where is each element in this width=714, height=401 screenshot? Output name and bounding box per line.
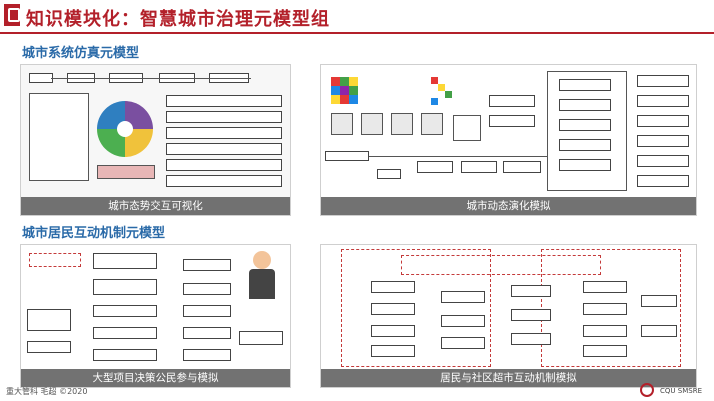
diagram-node — [371, 303, 415, 315]
diagram-node — [583, 325, 627, 337]
diagram-connector — [369, 156, 549, 157]
quadrant-chart — [97, 101, 153, 157]
cell-grid — [431, 77, 452, 105]
diagram-node — [27, 309, 71, 331]
diagram-node — [417, 161, 453, 173]
section-title-bottom: 城市居民互动机制元模型 — [22, 226, 166, 241]
diagram-node — [489, 115, 535, 127]
page-title: 知识模块化：智慧城市治理元模型组 — [26, 9, 330, 30]
panel-city-situation[interactable]: 城市态势交互可视化 — [20, 64, 291, 216]
diagram-node — [93, 253, 157, 269]
panel-caption: 居民与社区超市互动机制模拟 — [321, 369, 696, 387]
diagram-node — [183, 349, 231, 361]
brand-logo-icon — [640, 383, 654, 397]
quadrant-slice — [97, 129, 125, 157]
grid-block — [453, 115, 481, 141]
diagram-node — [29, 253, 81, 267]
formula-row — [166, 143, 282, 155]
diagram-node — [371, 345, 415, 357]
diagram-node — [583, 345, 627, 357]
diagram-node — [371, 325, 415, 337]
diagram-region — [401, 255, 601, 275]
quadrant-center — [117, 121, 133, 137]
diagram-node — [583, 303, 627, 315]
diagram-node — [559, 99, 611, 111]
diagram-node — [239, 331, 283, 345]
panel-supermarket-interaction[interactable]: 居民与社区超市互动机制模拟 — [320, 244, 697, 388]
diagram-node — [559, 139, 611, 151]
map-thumbnail — [97, 165, 155, 179]
formula-row — [166, 111, 282, 123]
diagram-node — [93, 305, 157, 317]
diagram-node — [183, 259, 231, 271]
diagram-node — [559, 79, 611, 91]
diagram-node — [641, 295, 677, 307]
diagram-node — [183, 283, 231, 295]
diagram-node — [511, 285, 551, 297]
diagram-connector — [51, 78, 251, 79]
quadrant-slice — [97, 101, 125, 129]
diagram-node — [511, 333, 551, 345]
panel-caption: 大型项目决策公民参与模拟 — [21, 369, 290, 387]
person-head-icon — [253, 251, 271, 269]
diagram-node — [93, 349, 157, 361]
quadrant-slice — [125, 101, 153, 129]
formula-row — [166, 159, 282, 171]
flowchart-column — [547, 71, 627, 191]
diagram-node — [637, 95, 689, 107]
panel-caption: 城市动态演化模拟 — [321, 197, 696, 215]
diagram-node — [559, 159, 611, 171]
diagram-node — [511, 309, 551, 321]
grid-block — [421, 113, 443, 135]
formula-row — [166, 127, 282, 139]
formula-row — [166, 95, 282, 107]
diagram-node — [377, 169, 401, 179]
diagram-node — [583, 281, 627, 293]
diagram-node — [637, 135, 689, 147]
footer-brand: CQU SMSRE — [660, 387, 702, 395]
title-divider — [0, 32, 714, 34]
diagram-node — [461, 161, 497, 173]
diagram-node — [93, 327, 157, 339]
panel-city-evolution[interactable]: 城市动态演化模拟 — [320, 64, 697, 216]
diagram-node — [637, 75, 689, 87]
diagram-node — [27, 341, 71, 353]
panel-caption: 城市态势交互可视化 — [21, 197, 290, 215]
diagram-node — [559, 119, 611, 131]
quadrant-slice — [125, 129, 153, 157]
grid-block — [331, 113, 353, 135]
diagram-region — [541, 249, 681, 367]
diagram-node — [441, 315, 485, 327]
panel-citizen-participation[interactable]: 大型项目决策公民参与模拟 — [20, 244, 291, 388]
diagram-node — [441, 291, 485, 303]
person-body-icon — [249, 269, 275, 299]
diagram-node — [489, 95, 535, 107]
logo-icon — [4, 4, 20, 26]
diagram-node — [441, 337, 485, 349]
diagram-node — [637, 155, 689, 167]
section-title-top: 城市系统仿真元模型 — [22, 46, 140, 61]
diagram-region — [341, 249, 491, 367]
cell-grid — [331, 77, 358, 104]
footer-credit: 重大管科 毛超 ©2020 — [6, 387, 88, 396]
diagram-node — [183, 327, 231, 339]
diagram-node — [29, 73, 53, 83]
diagram-node — [641, 325, 677, 337]
diagram-node — [503, 161, 541, 173]
diagram-node — [637, 115, 689, 127]
diagram-node — [93, 279, 157, 295]
diagram-node — [183, 305, 231, 317]
formula-row — [166, 175, 282, 187]
grid-block — [361, 113, 383, 135]
grid-block — [391, 113, 413, 135]
diagram-node — [637, 175, 689, 187]
diagram-node — [371, 281, 415, 293]
text-block — [29, 93, 89, 181]
diagram-node — [325, 151, 369, 161]
